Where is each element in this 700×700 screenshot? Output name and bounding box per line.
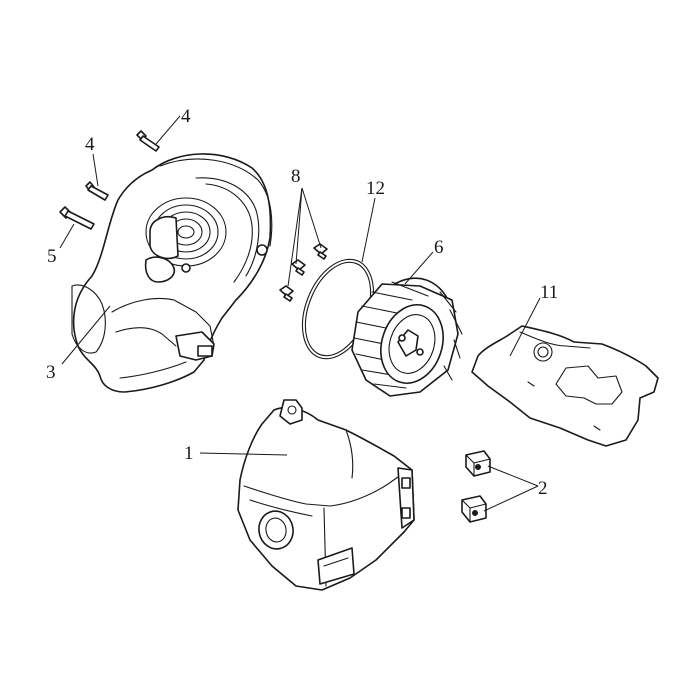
nut-2-upper — [465, 450, 491, 477]
callout-3: 3 — [46, 362, 56, 383]
fan-shroud-cover — [71, 153, 273, 393]
callout-6: 6 — [434, 237, 444, 258]
callout-4-upper: 4 — [181, 106, 191, 127]
leader-11 — [509, 297, 541, 357]
screw-8-mid — [291, 259, 306, 276]
leader-6 — [404, 251, 434, 285]
leader-1 — [199, 452, 288, 456]
screw-8-top — [313, 243, 328, 260]
bolt-4-lower — [85, 181, 109, 201]
gasket-plate — [471, 325, 659, 447]
leader-4b — [92, 153, 99, 187]
leader-12 — [361, 197, 376, 263]
leader-4a — [155, 115, 181, 145]
leader-8b — [295, 187, 303, 265]
callout-11: 11 — [540, 282, 558, 303]
callout-1: 1 — [184, 443, 194, 464]
callout-5: 5 — [47, 246, 57, 267]
bolt-5 — [59, 206, 95, 230]
screw-8-low — [279, 285, 294, 302]
leader-2b — [483, 485, 539, 512]
bolt-4-upper — [136, 130, 160, 152]
cylinder-shroud — [237, 399, 415, 591]
cooling-fan — [351, 277, 463, 397]
callout-12: 12 — [366, 178, 385, 199]
callout-8: 8 — [291, 166, 301, 187]
leader-5 — [59, 223, 75, 249]
leader-8a — [301, 187, 322, 249]
callout-2: 2 — [538, 478, 548, 499]
leader-2a — [487, 465, 539, 487]
leader-8c — [287, 187, 303, 287]
leader-3 — [61, 305, 111, 365]
callout-4-lower: 4 — [85, 134, 95, 155]
callout-labels: 1 2 3 4 4 5 6 8 11 12 — [46, 106, 558, 499]
nut-2-lower — [461, 495, 487, 523]
leader-lines — [59, 115, 541, 512]
